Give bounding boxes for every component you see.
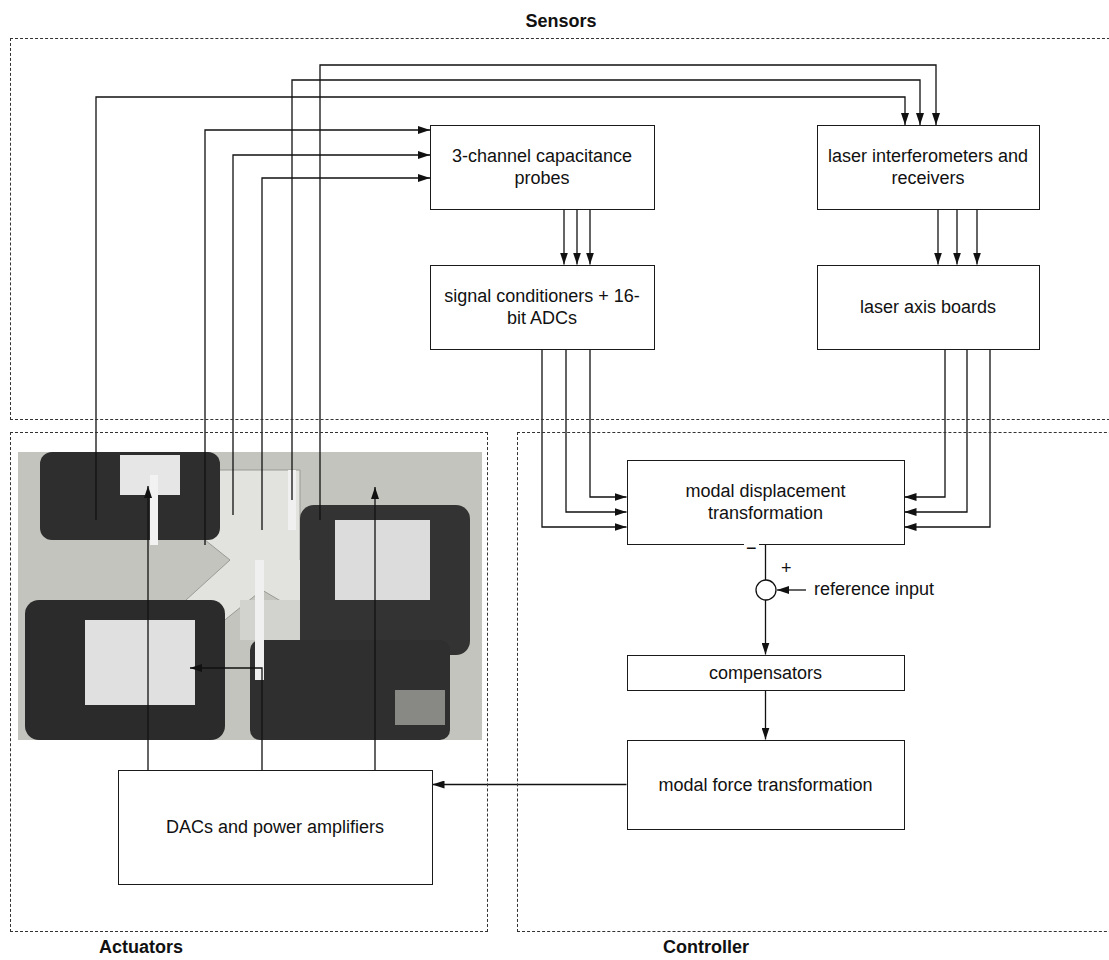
region-frame: ActuatorsDACs and power amplifiers <box>10 432 488 932</box>
coil <box>25 600 225 740</box>
wire-group <box>96 65 936 770</box>
signal-arrow <box>765 691 766 740</box>
box-label: laser axis boards <box>860 296 996 318</box>
coil <box>40 452 220 540</box>
probe-rod <box>150 475 158 545</box>
process-box: laser axis boards <box>817 265 1040 350</box>
sensor-wire <box>262 178 430 530</box>
process-box: DACs and power amplifiers <box>118 770 433 885</box>
process-box: compensators <box>627 655 905 691</box>
actuator-wire <box>374 487 375 770</box>
sensor-wire <box>96 97 905 520</box>
signal-arrow <box>905 350 946 498</box>
box-label: DACs and power amplifiers <box>166 816 384 838</box>
box-label: modal force transformation <box>658 774 872 796</box>
reference-arrow <box>777 589 806 590</box>
signal-arrow <box>563 210 564 265</box>
box-label: 3-channel capacitance probes <box>441 145 644 189</box>
region-heading: Controller <box>636 936 776 958</box>
signal-arrow <box>590 350 627 498</box>
region-frame: Controllermodal displacement transformat… <box>517 432 1109 932</box>
signal-arrow <box>905 350 991 528</box>
signal-arrow <box>433 784 627 785</box>
signal-label: reference input <box>812 578 936 600</box>
signal-arrow <box>589 210 590 265</box>
process-box: laser interferometers and receivers <box>817 125 1040 210</box>
apparatus-photo <box>18 452 482 740</box>
region-heading: Sensors <box>11 10 1109 32</box>
region-frame: Sensors3-channel capacitance probeslaser… <box>10 38 1109 420</box>
process-box: signal conditioners + 16-bit ADCs <box>430 265 655 350</box>
photo-plate <box>18 452 482 740</box>
photo-ground <box>18 452 482 740</box>
process-box: modal displacement transformation <box>627 460 905 545</box>
coil <box>300 505 470 655</box>
probe-rod <box>255 560 264 680</box>
box-label: laser interferometers and receivers <box>828 145 1029 189</box>
signal-arrow <box>976 210 977 265</box>
sensor-wire <box>205 130 430 545</box>
signal-arrow <box>956 210 957 265</box>
region-heading: Actuators <box>71 936 211 958</box>
signal-arrow <box>542 350 627 528</box>
box-label: compensators <box>709 662 822 684</box>
signal-arrow <box>937 210 938 265</box>
process-box: modal force transformation <box>627 740 905 830</box>
terminal-block <box>395 690 445 725</box>
box-label: modal displacement transformation <box>638 480 894 524</box>
actuator-wire <box>190 668 262 770</box>
signal-arrow <box>905 350 968 513</box>
process-box: 3-channel capacitance probes <box>430 125 655 210</box>
summing-junction <box>756 580 776 600</box>
actuator-wire <box>147 486 148 770</box>
signal-arrow <box>576 210 577 265</box>
coil-cap <box>335 520 430 600</box>
box-label: signal conditioners + 16-bit ADCs <box>441 285 644 329</box>
signal-label: + <box>779 557 794 579</box>
signal-label: − <box>744 537 759 559</box>
coil-cap <box>85 620 195 705</box>
coil <box>250 640 450 740</box>
bracket <box>240 600 300 640</box>
signal-arrow <box>566 350 627 513</box>
